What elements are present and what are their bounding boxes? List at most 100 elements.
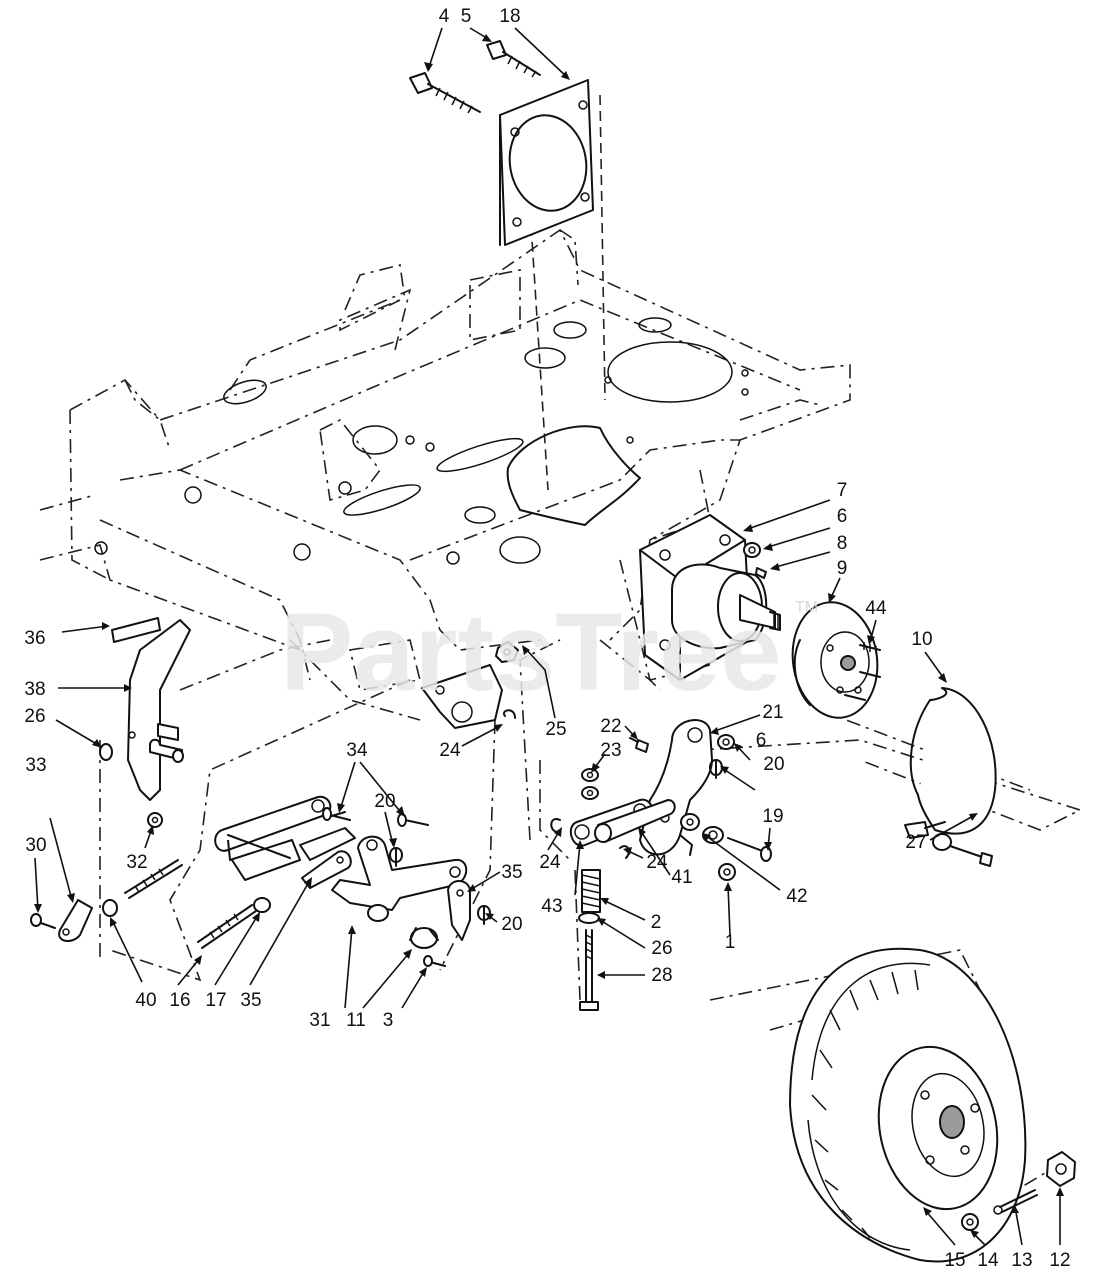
callout-labels: 4 5 18 7 6 8 9 44 10 36 38 26 25 24 22 2… [24,6,1070,1271]
callout-34: 34 [346,740,368,761]
callout-35b: 35 [240,990,261,1011]
rod-16 [197,904,257,949]
watermark: PartsTree TM [280,591,818,714]
callout-13: 13 [1011,1250,1032,1271]
pin-20b [389,847,403,867]
callout-38: 38 [24,679,45,700]
callout-20c: 20 [501,914,522,935]
callout-20b: 20 [374,791,395,812]
callout-6b: 6 [756,730,767,751]
bellcrank-21 [639,719,713,856]
callout-2: 2 [651,912,662,933]
bolt-5 [486,40,541,78]
callout-8: 8 [837,533,848,554]
washer-26a [99,743,113,761]
bolt-27 [932,833,993,867]
clevis-35a [447,880,471,941]
callout-42: 42 [786,886,807,907]
nut-12 [1046,1151,1076,1187]
callout-14: 14 [977,1250,999,1271]
bolt-4 [409,72,481,114]
nut-40 [102,899,118,917]
washer-14 [961,1213,979,1231]
callout-32: 32 [126,852,147,873]
callout-44: 44 [865,598,887,619]
callout-24b: 24 [539,852,561,873]
callout-7: 7 [837,480,848,501]
pin-20c [477,905,491,925]
pivot-block [421,664,503,729]
callout-12: 12 [1049,1250,1070,1271]
callout-15: 15 [944,1250,965,1271]
callout-21: 21 [762,702,783,723]
callout-17: 17 [205,990,226,1011]
callout-4: 4 [439,6,450,27]
pin-20a [709,759,723,779]
callout-27: 27 [905,832,926,853]
eclip-24b [550,818,561,833]
callout-22: 22 [600,716,621,737]
key-8 [755,567,767,579]
callout-36: 36 [24,628,45,649]
callout-16: 16 [169,990,190,1011]
nut-32 [147,812,163,828]
link-41 [569,798,676,847]
washer-26b [578,912,600,924]
callout-9: 9 [837,558,848,579]
studs-44 [844,642,881,701]
nuts-23 [581,768,599,800]
nut-6a [743,542,761,558]
callout-5: 5 [461,6,472,27]
hydro-motor-7 [639,514,781,681]
nut-6b [717,734,735,750]
callout-19: 19 [762,806,783,827]
bolt-25 [495,641,519,663]
callout-24c: 24 [646,852,668,873]
callout-43: 43 [541,896,562,917]
callout-41: 41 [671,867,692,888]
bolt-34a [322,807,351,821]
callout-31: 31 [309,1010,330,1031]
spring-2 [581,869,601,913]
leader-lines [34,27,1064,1246]
eclip-24a [502,709,516,719]
plate-11 [409,927,439,949]
callout-6: 6 [837,506,848,527]
wheel-tire [789,947,1027,1263]
nut-17 [253,897,271,913]
callout-25: 25 [545,719,566,740]
callout-24: 24 [439,740,461,761]
callout-40: 40 [135,990,156,1011]
svg-text:TM: TM [795,599,818,616]
bolt-19 [702,826,772,862]
callout-26: 26 [24,706,45,727]
callout-10: 10 [911,629,932,650]
brake-band-10 [904,687,997,839]
callout-26b: 26 [651,938,672,959]
callout-33: 33 [25,755,46,776]
bracket-31 [331,835,468,922]
callout-30: 30 [25,835,46,856]
washer-42 [680,813,700,831]
bolt-30 [30,913,56,929]
brake-drum-9 [791,601,879,719]
callout-11: 11 [346,1010,366,1031]
clevis-35b [301,850,352,889]
callout-18: 18 [499,6,520,27]
callout-35a: 35 [501,862,522,883]
pad-36 [111,617,161,643]
callout-28: 28 [651,965,672,986]
pedal-arm-38 [127,619,191,801]
gasket-plate-18 [499,79,594,246]
bolt-3 [423,955,446,967]
rod-end-33 [58,899,93,942]
rod-upper [124,859,183,899]
nut-1 [718,863,736,881]
callout-23: 23 [600,740,621,761]
callout-20a: 20 [763,754,784,775]
cotter-pin-13 [993,1189,1038,1215]
bolt-28 [579,929,599,1011]
callout-3: 3 [383,1010,394,1031]
svg-text:PartsTree: PartsTree [280,591,781,714]
